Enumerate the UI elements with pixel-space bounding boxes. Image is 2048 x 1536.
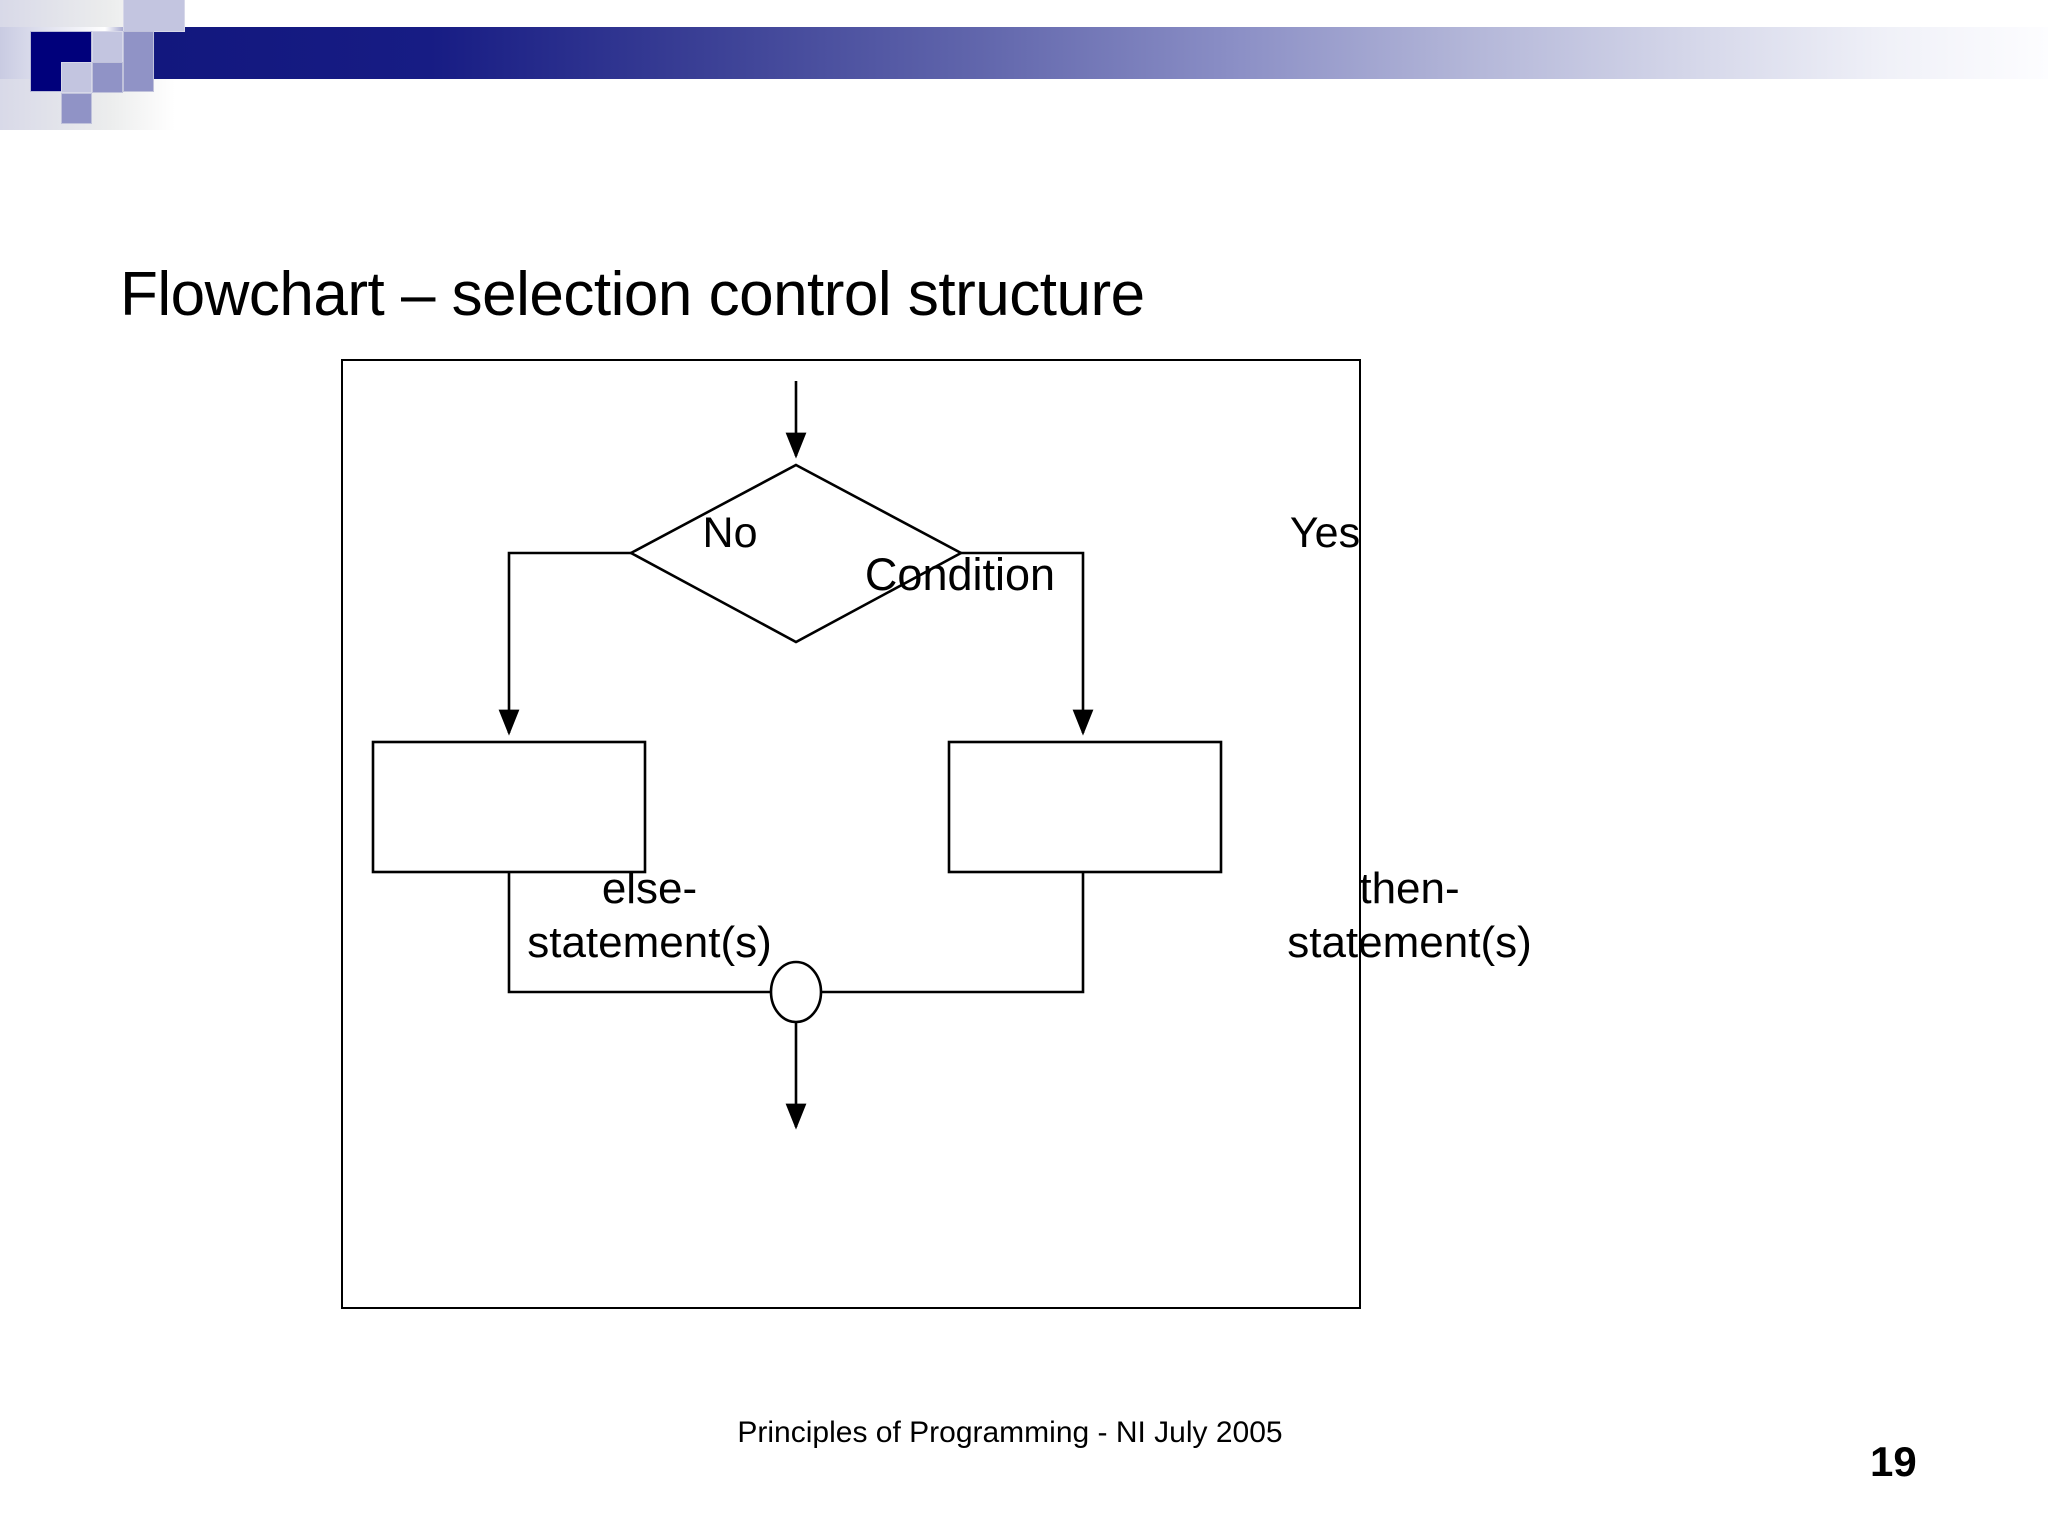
else-statement-label: else- statement(s) xyxy=(527,864,772,967)
banner-square-mid-c xyxy=(61,93,92,124)
merge-circle xyxy=(769,960,823,1024)
else-merge-connector xyxy=(507,872,796,994)
decision-label: Condition xyxy=(864,549,1056,600)
slide-header-banner xyxy=(0,0,2048,130)
then-statement-label: then- statement(s) xyxy=(1287,864,1532,967)
flowchart-frame xyxy=(341,359,1361,1309)
branch-label-yes: Yes xyxy=(1289,509,1361,557)
slide-footer: Principles of Programming - NI July 2005 xyxy=(737,1416,1283,1449)
branch-label-no: No xyxy=(702,509,758,557)
banner-square-mid-b xyxy=(92,62,123,93)
then-merge-connector xyxy=(796,872,1085,994)
flowchart-canvas xyxy=(371,381,1223,1130)
decision-diamond xyxy=(628,463,964,644)
banner-square-light-top xyxy=(123,0,185,32)
then-statement-box xyxy=(947,740,1223,874)
no-branch-connector xyxy=(498,551,631,736)
banner-square-light-b xyxy=(61,62,92,93)
page-title: Flowchart – selection control structure xyxy=(120,259,1145,329)
page-number: 19 xyxy=(1870,1438,1917,1485)
banner-gradient-bar xyxy=(0,27,2048,79)
yes-branch-connector xyxy=(961,551,1094,736)
else-statement-box xyxy=(371,740,647,874)
banner-square-mid-a xyxy=(123,31,154,92)
